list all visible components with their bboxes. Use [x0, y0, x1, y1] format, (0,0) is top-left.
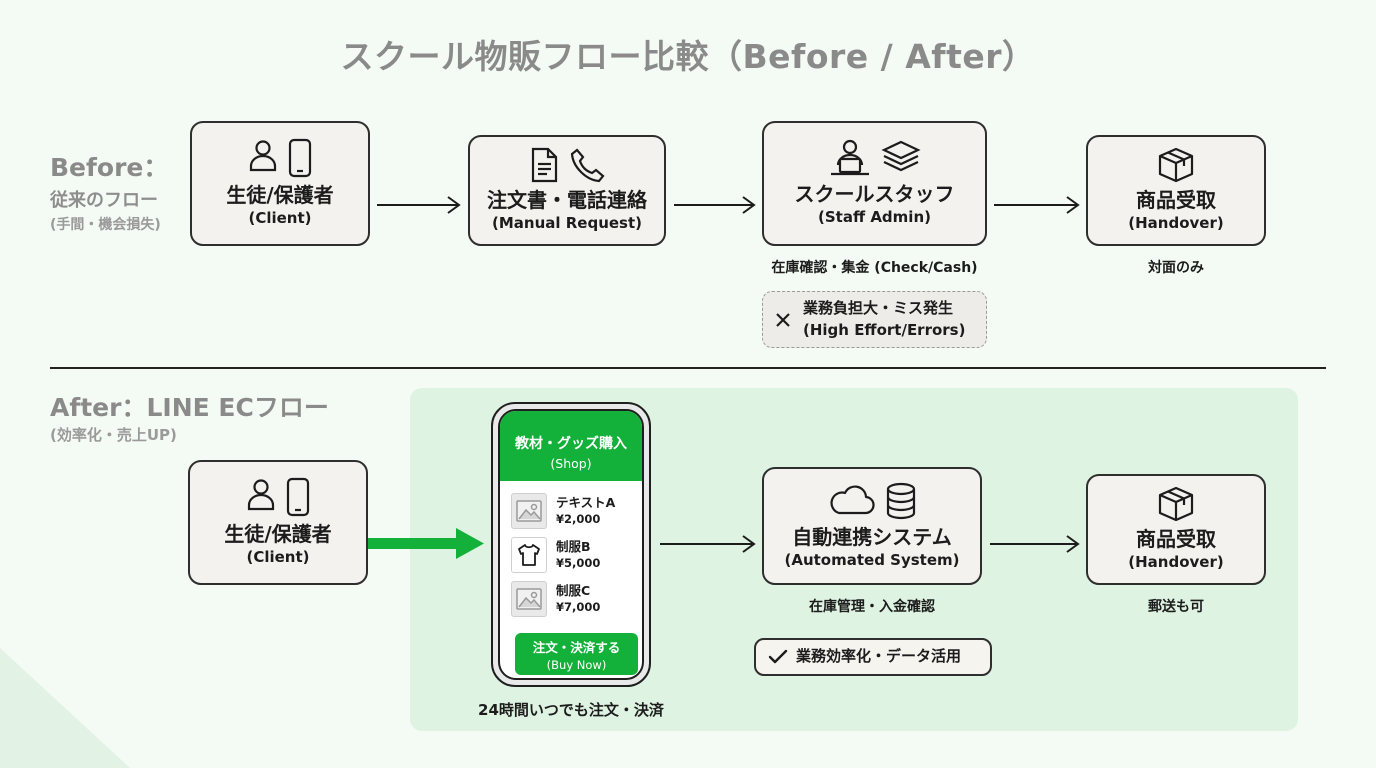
staff-admin-sub: (Staff Admin)	[818, 208, 931, 227]
automated-system-node: 自動連携システム (Automated System)	[762, 467, 982, 585]
arrow-system-to-handover	[990, 535, 1080, 553]
cloud-icon	[830, 485, 875, 514]
automated-system-sub: (Automated System)	[784, 550, 960, 569]
person-icon	[247, 479, 275, 511]
product-name: テキストA	[556, 494, 616, 510]
arrow-staff-to-handover	[994, 196, 1080, 214]
staff-caption: 在庫確認・集金 (Check/Cash)	[771, 260, 978, 276]
before-subheading: 従来のフロー	[50, 190, 158, 211]
package-icon	[1158, 487, 1194, 522]
before-heading: Before：	[50, 153, 169, 182]
after-heading: After：LINE ECフロー	[50, 393, 329, 422]
shop-phone-mockup: 教材・グッズ購入 (Shop) テキストA ¥2,000 制服B	[491, 402, 651, 687]
product-name: 制服B	[556, 538, 591, 554]
before-handover-node: 商品受取 (Handover)	[1086, 135, 1266, 246]
before-client-sub: (Client)	[248, 209, 312, 228]
system-caption: 在庫管理・入金確認	[809, 599, 935, 615]
smartphone-icon	[286, 478, 310, 517]
arrow-shop-to-system	[660, 535, 756, 553]
staff-laptop-icon	[830, 140, 869, 176]
warning-subtext: (High Effort/Errors)	[803, 320, 966, 339]
warning-text: 業務負担大・ミス発生	[803, 298, 954, 317]
arrow-request-to-staff	[674, 196, 756, 214]
shop-header-title: 教材・グッズ購入	[515, 436, 627, 452]
buy-now-label: 注文・決済する	[532, 640, 621, 655]
corner-decoration	[0, 648, 130, 768]
after-client-sub: (Client)	[246, 548, 310, 567]
before-client-node: 生徒/保護者 (Client)	[190, 121, 370, 246]
success-badge: 業務効率化・データ活用	[754, 638, 992, 676]
staff-admin-label: スクールスタッフ	[794, 182, 955, 207]
product-price: ¥2,000	[556, 511, 601, 526]
buy-now-sub: (Buy Now)	[546, 658, 607, 672]
before-handover-sub: (Handover)	[1128, 214, 1224, 233]
page-title: スクール物販フロー比較（Before / After）	[340, 37, 1036, 76]
before-note: (手間・機会損失)	[50, 217, 161, 233]
after-client-label: 生徒/保護者	[224, 522, 332, 547]
product-item[interactable]: 制服C ¥7,000	[511, 577, 642, 621]
database-icon	[886, 482, 916, 519]
success-text: 業務効率化・データ活用	[796, 647, 962, 666]
staff-admin-node: スクールスタッフ (Staff Admin)	[762, 121, 987, 246]
package-icon	[1158, 148, 1194, 183]
phone-caption: 24時間いつでも注文・決済	[478, 701, 664, 719]
tshirt-icon	[511, 537, 547, 573]
product-name: 制服C	[556, 582, 591, 598]
shop-header-sub: (Shop)	[550, 456, 592, 471]
document-icon	[531, 148, 558, 183]
manual-request-sub: (Manual Request)	[491, 214, 642, 233]
phone-icon	[570, 148, 605, 183]
product-price: ¥5,000	[556, 555, 601, 570]
before-client-label: 生徒/保護者	[226, 183, 334, 208]
manual-request-node: 注文書・電話連絡 (Manual Request)	[468, 135, 666, 246]
product-item[interactable]: 制服B ¥5,000	[511, 533, 642, 577]
after-note: (効率化・売上UP)	[50, 426, 177, 444]
person-icon	[249, 140, 277, 172]
shop-header: 教材・グッズ購入 (Shop)	[500, 411, 642, 481]
after-handover-label: 商品受取	[1136, 527, 1216, 552]
cross-icon	[776, 312, 790, 327]
after-handover-sub: (Handover)	[1128, 553, 1224, 572]
arrow-client-to-request	[377, 196, 461, 214]
product-price: ¥7,000	[556, 599, 601, 614]
smartphone-icon	[288, 139, 312, 178]
arrow-client-to-shop	[368, 528, 484, 559]
section-divider	[50, 367, 1326, 369]
after-client-node: 生徒/保護者 (Client)	[188, 460, 368, 585]
warning-badge: 業務負担大・ミス発生 (High Effort/Errors)	[762, 291, 987, 348]
product-item[interactable]: テキストA ¥2,000	[511, 489, 642, 533]
before-handover-caption: 対面のみ	[1148, 260, 1204, 276]
buy-now-button[interactable]: 注文・決済する (Buy Now)	[515, 633, 638, 675]
before-handover-label: 商品受取	[1136, 188, 1216, 213]
automated-system-label: 自動連携システム	[792, 524, 952, 549]
after-handover-node: 商品受取 (Handover)	[1086, 474, 1266, 585]
check-icon	[768, 649, 788, 664]
image-placeholder-icon	[511, 581, 547, 617]
image-placeholder-icon	[511, 493, 547, 529]
phone-screen: 教材・グッズ購入 (Shop) テキストA ¥2,000 制服B	[498, 409, 644, 680]
after-handover-caption: 郵送も可	[1148, 599, 1204, 615]
manual-request-label: 注文書・電話連絡	[487, 188, 647, 213]
stack-icon	[880, 141, 921, 172]
